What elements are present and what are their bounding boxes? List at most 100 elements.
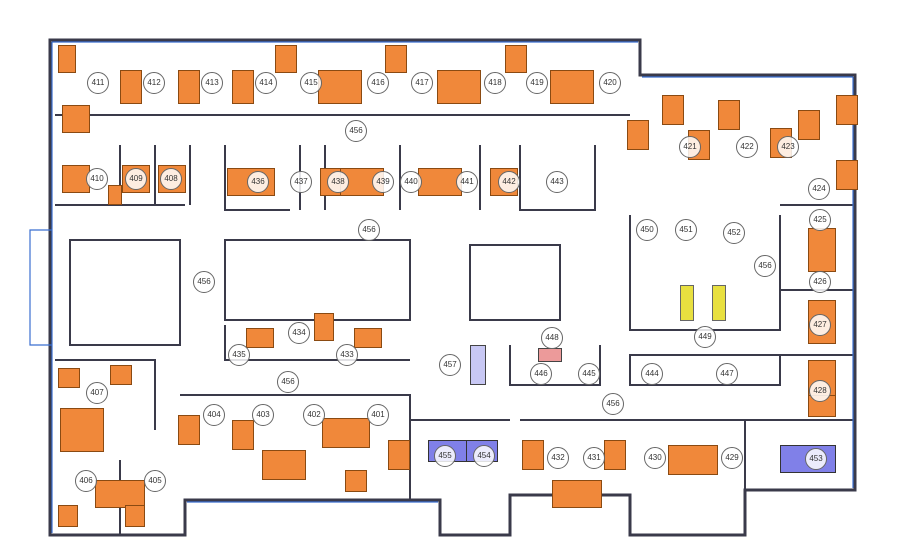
desk xyxy=(388,440,410,470)
desk xyxy=(58,368,80,388)
room-label[interactable]: 436 xyxy=(247,171,269,193)
room-label[interactable]: 456 xyxy=(754,255,776,277)
room-label[interactable]: 454 xyxy=(473,445,495,467)
room-label[interactable]: 456 xyxy=(602,393,624,415)
room-label[interactable]: 431 xyxy=(583,447,605,469)
room-label[interactable]: 411 xyxy=(87,72,109,94)
room-label[interactable]: 444 xyxy=(641,363,663,385)
room-label[interactable]: 428 xyxy=(809,380,831,402)
room-label[interactable]: 456 xyxy=(345,120,367,142)
desk xyxy=(836,160,858,190)
desk xyxy=(246,328,274,348)
room-label[interactable]: 435 xyxy=(228,344,250,366)
room-label[interactable]: 438 xyxy=(327,171,349,193)
room-label[interactable]: 452 xyxy=(723,222,745,244)
desk xyxy=(550,70,594,104)
desk xyxy=(354,328,382,348)
desk xyxy=(552,480,602,508)
room-label[interactable]: 456 xyxy=(193,271,215,293)
room-label[interactable]: 412 xyxy=(143,72,165,94)
room-label[interactable]: 418 xyxy=(484,72,506,94)
outer-wall xyxy=(48,38,857,537)
room-label[interactable]: 409 xyxy=(125,168,147,190)
desk xyxy=(627,120,649,150)
desk xyxy=(178,70,200,104)
room-label[interactable]: 410 xyxy=(86,168,108,190)
room-label[interactable]: 417 xyxy=(411,72,433,94)
room-label[interactable]: 430 xyxy=(644,447,666,469)
room-label[interactable]: 424 xyxy=(808,178,830,200)
room-label[interactable]: 453 xyxy=(805,448,827,470)
room-label[interactable]: 421 xyxy=(679,136,701,158)
desk xyxy=(662,95,684,125)
room-label[interactable]: 420 xyxy=(599,72,621,94)
room-label[interactable]: 446 xyxy=(530,363,552,385)
room-label[interactable]: 423 xyxy=(777,136,799,158)
room-label[interactable]: 427 xyxy=(809,314,831,336)
desk xyxy=(60,408,104,452)
room-label[interactable]: 404 xyxy=(203,404,225,426)
room-label[interactable]: 426 xyxy=(809,271,831,293)
room-label[interactable]: 406 xyxy=(75,470,97,492)
locker-bank xyxy=(712,285,726,321)
room-label[interactable]: 445 xyxy=(578,363,600,385)
desk xyxy=(668,445,718,475)
room-label[interactable]: 456 xyxy=(358,219,380,241)
desk xyxy=(418,168,462,196)
room-label[interactable]: 429 xyxy=(721,447,743,469)
room-label[interactable]: 437 xyxy=(290,171,312,193)
desk xyxy=(318,70,362,104)
desk xyxy=(62,165,90,193)
room-label[interactable]: 449 xyxy=(694,326,716,348)
desk xyxy=(808,228,836,272)
room-label[interactable]: 434 xyxy=(288,322,310,344)
room-label[interactable]: 442 xyxy=(498,171,520,193)
room-label[interactable]: 439 xyxy=(372,171,394,193)
desk xyxy=(110,365,132,385)
desk xyxy=(385,45,407,73)
room-label[interactable]: 407 xyxy=(86,382,108,404)
room-label[interactable]: 415 xyxy=(300,72,322,94)
room-label[interactable]: 447 xyxy=(716,363,738,385)
room-label[interactable]: 425 xyxy=(809,209,831,231)
desk xyxy=(604,440,626,470)
room-label[interactable]: 416 xyxy=(367,72,389,94)
room-label[interactable]: 433 xyxy=(336,344,358,366)
room-label[interactable]: 455 xyxy=(434,445,456,467)
desk xyxy=(125,505,145,527)
room-label[interactable]: 451 xyxy=(675,219,697,241)
room-label[interactable]: 448 xyxy=(541,327,563,349)
desk xyxy=(178,415,200,445)
room-label[interactable]: 457 xyxy=(439,354,461,376)
room-label[interactable]: 413 xyxy=(201,72,223,94)
room-label[interactable]: 441 xyxy=(456,171,478,193)
room-label[interactable]: 403 xyxy=(252,404,274,426)
glass-facade xyxy=(29,41,854,533)
room-label[interactable]: 440 xyxy=(400,171,422,193)
desk xyxy=(314,313,334,341)
desk xyxy=(718,100,740,130)
room-label[interactable]: 402 xyxy=(303,404,325,426)
room-label[interactable]: 401 xyxy=(367,404,389,426)
desk xyxy=(437,70,481,104)
room-label[interactable]: 408 xyxy=(160,168,182,190)
room-label[interactable]: 456 xyxy=(277,371,299,393)
desk xyxy=(836,95,858,125)
desk xyxy=(262,450,306,480)
room-label[interactable]: 450 xyxy=(636,219,658,241)
room-label[interactable]: 405 xyxy=(144,470,166,492)
room-label[interactable]: 419 xyxy=(526,72,548,94)
desk xyxy=(108,185,122,205)
room-label[interactable]: 443 xyxy=(546,171,568,193)
desk xyxy=(232,70,254,104)
counter xyxy=(538,348,562,362)
room-label[interactable]: 432 xyxy=(547,447,569,469)
room-label[interactable]: 414 xyxy=(255,72,277,94)
room-label[interactable]: 422 xyxy=(736,136,758,158)
desk xyxy=(505,45,527,73)
desk xyxy=(120,70,142,104)
locker-bank xyxy=(680,285,694,321)
desk xyxy=(345,470,367,492)
